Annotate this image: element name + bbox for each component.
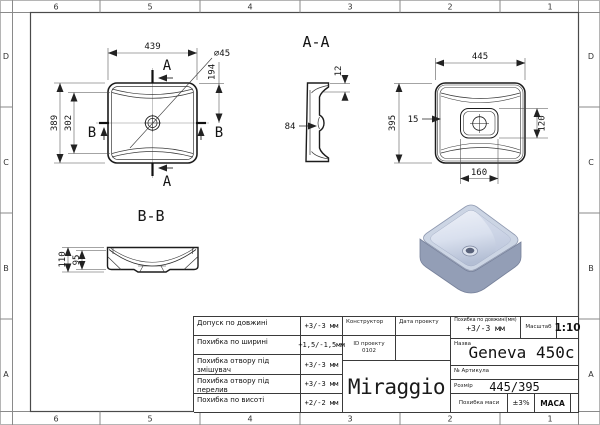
project-id-label: ID проекту	[353, 341, 385, 347]
section-mark-b-left: B	[88, 125, 96, 141]
zone-letter-right-c: C	[588, 158, 594, 167]
length-tolerance-value: +3/-3 мм	[466, 324, 505, 333]
dim-120-label: 120	[538, 115, 548, 131]
name-label: Назва	[454, 341, 472, 347]
zone-letter-left-b: B	[3, 264, 9, 273]
scale-value-cell: 1:10	[554, 317, 581, 339]
view-section-aa: A-A 12 84	[285, 33, 350, 163]
name-value: Geneva 450c	[468, 342, 575, 362]
zone-letter-left-a: A	[3, 370, 9, 379]
project-date-value-cell	[396, 336, 451, 361]
zone-letter-right-a: A	[588, 370, 594, 379]
zone-letter-left-d: D	[3, 52, 9, 61]
tolerance-row-value: +1,5/-1,5мм	[298, 336, 345, 355]
view-bottom: 445 395 15 120 160	[388, 52, 548, 184]
tolerance-row-value: +3/-3 мм	[301, 355, 343, 375]
article-cell: № Артикула	[451, 366, 579, 380]
dim-84-label: 84	[285, 122, 296, 132]
tolerance-row-value: +3/-3 мм	[301, 317, 343, 336]
dim-12-label: 12	[334, 66, 344, 77]
name-cell: Назва Geneva 450c	[451, 339, 579, 366]
dim-110-label: 110	[58, 251, 68, 267]
dim-15-label: 15	[408, 115, 419, 125]
zone-number-top-3: 3	[347, 3, 352, 12]
render-side-faces	[419, 238, 522, 294]
length-tolerance-cell: Похибка по довжині(мм) +3/-3 мм	[451, 317, 521, 339]
tolerance-row-label: Похибка по висоті	[194, 394, 301, 413]
size-cell: Розмір 445/395	[451, 380, 579, 394]
length-tolerance-label: Похибка по довжині(мм)	[454, 318, 517, 323]
size-value: 445/395	[489, 379, 540, 394]
size-label: Розмір	[454, 383, 473, 389]
view-plan: 439 ∅45 194 389 302 A A B B	[50, 42, 230, 190]
tolerance-row-label: Похибка отвору під перелив	[194, 375, 301, 394]
project-id-cell: ID проекту 0102	[343, 336, 396, 361]
zone-labels: 6 5 4 3 2 1 6 5 4 3 2 1 D C B A D C B A	[3, 3, 594, 424]
mass-empty-cell	[571, 394, 579, 413]
section-mark-b-right: B	[215, 125, 223, 141]
tolerance-row-label: Похибка отвору під змішувач	[194, 355, 301, 375]
section-mark-a-bottom: A	[163, 174, 172, 190]
section-mark-a-top: A	[163, 58, 172, 74]
constructor-cell: Конструктор	[343, 317, 396, 336]
mass-label-cell: МАСА	[535, 394, 571, 413]
dim-439-label: 439	[144, 42, 160, 52]
dim-160-label: 160	[471, 168, 487, 178]
article-label: № Артикула	[454, 368, 489, 374]
title-block: Допуск по довжині +3/-3 мм Похибка по ши…	[193, 316, 581, 413]
dim-drain-diameter-label: ∅45	[214, 49, 230, 59]
zone-number-bottom-3: 3	[347, 415, 352, 424]
dim-194-label: 194	[208, 64, 218, 80]
project-date-label: Дата проекту	[399, 319, 439, 325]
dim-395-label: 395	[388, 115, 398, 131]
render-drain-hole	[465, 247, 475, 254]
dim-445-label: 445	[472, 52, 488, 62]
zone-number-bottom-5: 5	[147, 415, 152, 424]
dim-95-label: 95	[72, 255, 82, 266]
section-aa-title: A-A	[302, 33, 329, 51]
project-date-cell: Дата проекту	[396, 317, 451, 336]
zone-number-bottom-6: 6	[53, 415, 58, 424]
tolerance-row-label: Допуск по довжині	[194, 317, 301, 336]
section-bb-title: B-B	[137, 207, 164, 225]
zone-number-top-2: 2	[447, 3, 452, 12]
brand-logo: Miraggio	[343, 361, 451, 413]
dim-389-label: 389	[50, 115, 60, 131]
zone-letter-right-d: D	[588, 52, 594, 61]
mass-tolerance-label-cell: Похибка маси	[451, 394, 508, 413]
zone-letter-right-b: B	[588, 264, 594, 273]
tolerance-row-value: +3/-3 мм	[301, 375, 343, 394]
project-id-value: 0102	[362, 348, 376, 354]
zone-number-top-4: 4	[247, 3, 252, 12]
tolerance-row-value: +2/-2 мм	[301, 394, 343, 413]
view-3d-render	[419, 204, 522, 294]
zone-letter-left-c: C	[3, 158, 9, 167]
zone-number-bottom-4: 4	[247, 415, 252, 424]
dim-302-label: 302	[64, 115, 74, 131]
zone-number-top-5: 5	[147, 3, 152, 12]
render-basin-shadow	[476, 212, 511, 252]
zone-number-top-1: 1	[547, 3, 552, 12]
zone-number-top-6: 6	[53, 3, 58, 12]
tolerance-row-label: Похибка по ширині	[194, 336, 301, 355]
zone-number-bottom-1: 1	[547, 415, 552, 424]
view-section-bb: B-B 110 95	[58, 207, 199, 273]
constructor-label: Конструктор	[346, 319, 384, 325]
scale-label-cell: Масштаб	[521, 317, 557, 339]
mass-tolerance-value-cell: ±3%	[508, 394, 535, 413]
zone-number-bottom-2: 2	[447, 415, 452, 424]
